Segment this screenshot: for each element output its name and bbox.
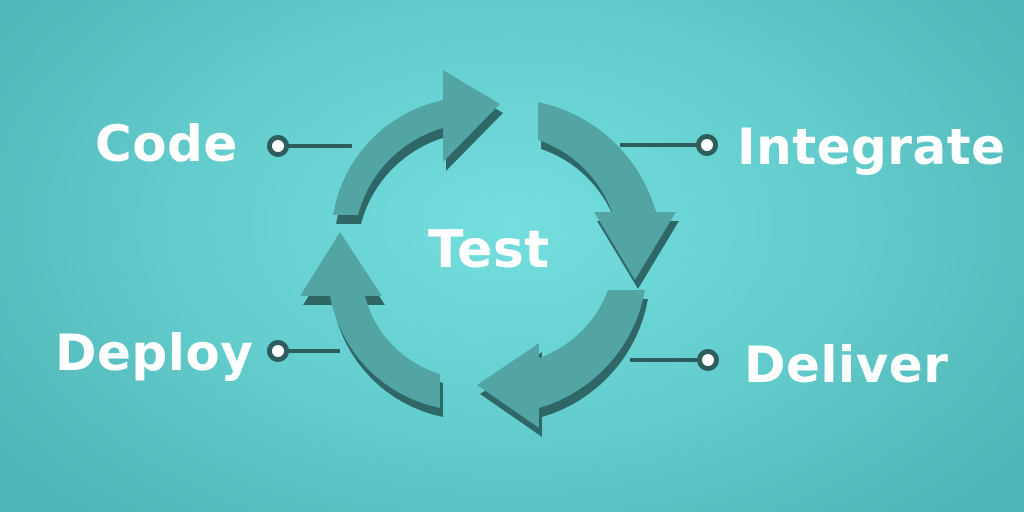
- center-label-test: Test: [428, 220, 550, 280]
- connector-deliver: [630, 349, 719, 371]
- connector-integrate: [620, 134, 718, 156]
- arrow-deploy-to-code-icon: [300, 232, 440, 408]
- stage-label-code: Code: [95, 115, 238, 173]
- connector-dot-icon: [267, 340, 289, 362]
- connector-deploy: [267, 340, 340, 362]
- stage-label-integrate: Integrate: [737, 118, 1006, 176]
- connector-dot-icon: [697, 349, 719, 371]
- stage-label-deploy: Deploy: [55, 324, 254, 382]
- connector-dot-icon: [696, 134, 718, 156]
- stage-label-deliver: Deliver: [744, 336, 949, 394]
- connector-dot-icon: [267, 135, 289, 157]
- connector-code: [267, 135, 352, 157]
